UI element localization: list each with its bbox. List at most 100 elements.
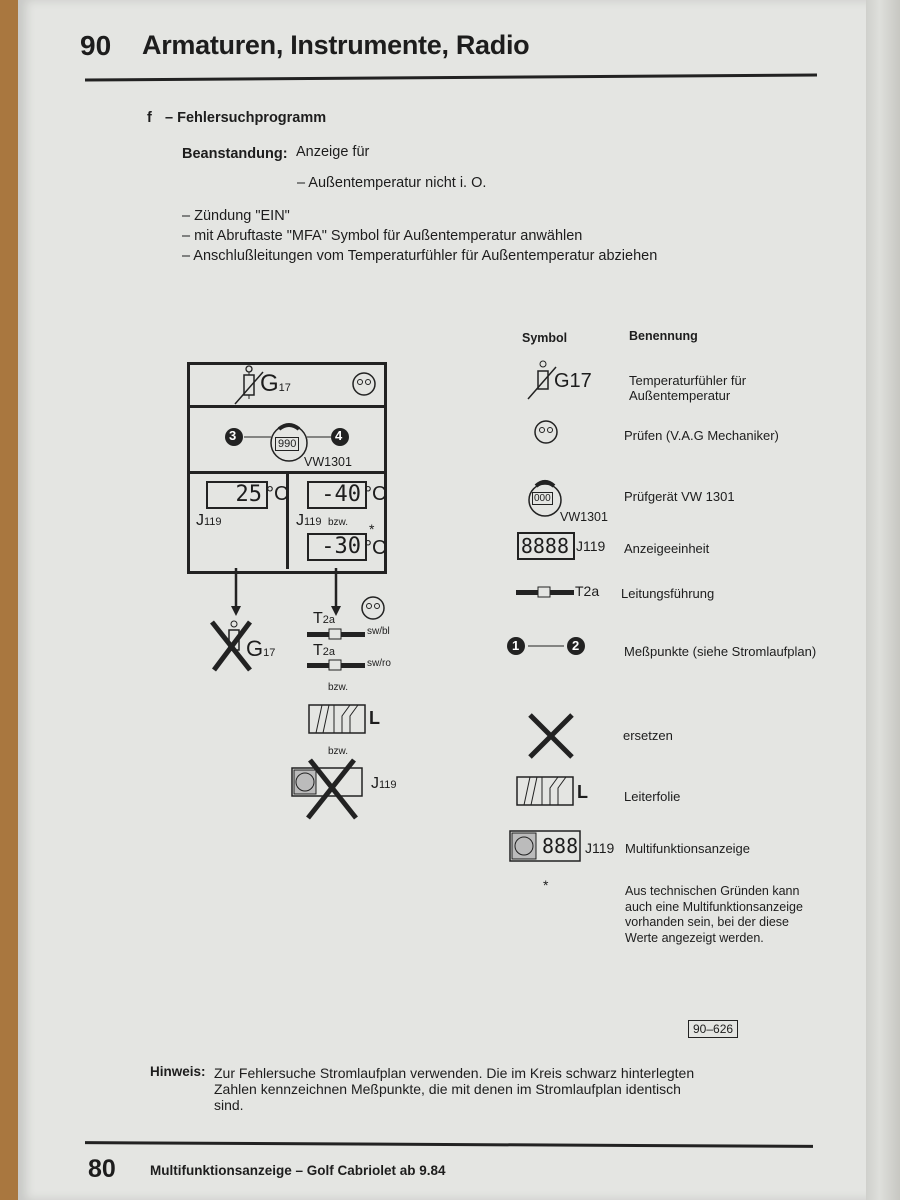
- asterisk-note: Aus technischen Gründen kann auch eine M…: [625, 884, 803, 946]
- legend-name: Leitungsführung: [621, 586, 715, 601]
- bzw-label: bzw.: [328, 682, 349, 693]
- display-label: J119: [371, 775, 397, 793]
- complaint-text: Anzeige für: [296, 144, 370, 160]
- j-sub: 119: [379, 779, 397, 791]
- legend-name: Prüfgerät VW 1301: [624, 489, 735, 504]
- connector-label: T2a: [313, 610, 335, 628]
- tester-label: VW1301: [304, 455, 352, 469]
- legend-name: Multifunktionsanzeige: [625, 841, 751, 856]
- measurement-diagram: [225, 423, 349, 462]
- diagram-frame: [187, 362, 387, 574]
- t-sub: 2a: [322, 614, 336, 626]
- replace-mfa-icon: [291, 758, 363, 820]
- manual-page: [18, 0, 868, 1200]
- tester-icon: [528, 480, 562, 517]
- check-mechanic-icon: [534, 420, 558, 444]
- t-letter: T: [313, 642, 323, 659]
- point-1: 1: [512, 638, 520, 653]
- legend-name: ersetzen: [623, 728, 673, 743]
- j-letter: J: [196, 512, 204, 529]
- note-line: vorhanden sein, bei der diese: [625, 915, 790, 929]
- check-mechanic-icon: [352, 372, 376, 396]
- section-letter: f: [147, 110, 152, 126]
- tester-display: 990: [275, 437, 300, 451]
- legend-name: Temperaturfühler für: [629, 373, 747, 388]
- divider: [187, 405, 387, 408]
- note-line: Zur Fehlersuche Stromlaufplan verwenden.…: [214, 1065, 695, 1081]
- complaint-detail: – Außentemperatur nicht i. O.: [297, 175, 487, 191]
- sensor-sub: 17: [278, 382, 291, 394]
- unit: °C: [266, 483, 289, 505]
- page-title: Armaturen, Instrumente, Radio: [142, 30, 530, 60]
- legend-symbol-label: J119: [585, 840, 615, 856]
- sensor-label: G17: [246, 636, 275, 662]
- note-line: auch eine Multifunktionsanzeige: [625, 899, 803, 914]
- legend-header-name: Benennung: [629, 329, 698, 343]
- mfa-display: 888: [542, 834, 579, 858]
- display-label: J119: [296, 512, 322, 530]
- legend-name: Leiterfolie: [624, 789, 681, 804]
- foil-label: L: [577, 782, 588, 802]
- complaint-label: Beanstandung:: [182, 146, 288, 162]
- wire-color: sw/bl: [367, 626, 390, 637]
- section-title: – Fehlersuchprogramm: [165, 110, 327, 126]
- j-sub: 119: [204, 516, 222, 528]
- mfa-icon: [509, 830, 581, 862]
- note-line: Zahlen kennzeichnen Meßpunkte, die mit d…: [214, 1081, 681, 1097]
- note-label: Hinweis:: [150, 1064, 206, 1079]
- j-letter: J: [296, 512, 304, 529]
- legend-symbol-label: T2a: [575, 583, 600, 599]
- display-25: 25: [206, 481, 268, 509]
- sensor-letter: G: [260, 370, 279, 397]
- legend-name: Prüfen (V.A.G Mechaniker): [624, 428, 779, 443]
- legend-name: Anzeigeeinheit: [624, 541, 710, 556]
- temperature-sensor-icon: [234, 365, 264, 405]
- step: – mit Abruftaste "MFA" Symbol für Außent…: [182, 228, 583, 244]
- divider: [187, 471, 387, 474]
- sensor-letter: G: [246, 636, 264, 661]
- legend-symbol-label: G17: [554, 370, 592, 392]
- divider: [286, 473, 289, 569]
- tester-label: VW1301: [560, 510, 608, 524]
- asterisk: *: [369, 521, 375, 537]
- bzw-label: bzw.: [328, 517, 349, 528]
- display-minus-30: -30: [307, 533, 367, 561]
- page-number: 80: [88, 1155, 116, 1183]
- note-line: Werte angezeigt werden.: [625, 930, 764, 945]
- note-line: sind.: [214, 1097, 244, 1113]
- tester-display: 000: [532, 492, 553, 505]
- asterisk: *: [543, 877, 549, 893]
- legend-name: Meßpunkte (siehe Stromlaufplan): [624, 644, 817, 659]
- point-3: 3: [229, 428, 237, 443]
- connector-label: T2a: [313, 642, 335, 660]
- connector-icon: [307, 659, 365, 671]
- legend-symbol-label: J119: [576, 538, 606, 554]
- display-unit-symbol: 8888: [517, 532, 575, 560]
- connector-icon: [516, 586, 574, 598]
- point-4: 4: [335, 428, 343, 443]
- chapter-number: 90: [80, 30, 112, 61]
- j-letter: J: [371, 775, 379, 792]
- note-text: Zur Fehlersuche Stromlaufplan verwenden.…: [214, 1065, 694, 1113]
- connector-icon: [307, 628, 365, 640]
- t-letter: T: [313, 610, 323, 627]
- measure-points-icon: [507, 637, 585, 655]
- sensor-sub: 17: [263, 647, 276, 659]
- page-edge: [866, 0, 900, 1200]
- temperature-sensor-icon: [527, 360, 557, 400]
- j-sub: 119: [304, 516, 322, 528]
- replace-cross-icon: [528, 713, 574, 759]
- display-label: J119: [196, 512, 222, 530]
- point-2: 2: [572, 638, 580, 653]
- step: – Zündung "EIN": [182, 208, 290, 224]
- legend-header-symbol: Symbol: [522, 331, 568, 345]
- footer-text: Multifunktionsanzeige – Golf Cabriolet a…: [150, 1163, 446, 1178]
- unit: °C: [364, 483, 387, 505]
- flow-arrows: [231, 568, 341, 616]
- figure-reference: 90–626: [688, 1020, 739, 1038]
- check-mechanic-icon: [361, 596, 385, 620]
- unit: °C: [364, 537, 387, 559]
- conductor-foil-icon: [308, 704, 366, 734]
- measure-point-icon: [225, 428, 243, 446]
- foil-label: L: [369, 708, 380, 728]
